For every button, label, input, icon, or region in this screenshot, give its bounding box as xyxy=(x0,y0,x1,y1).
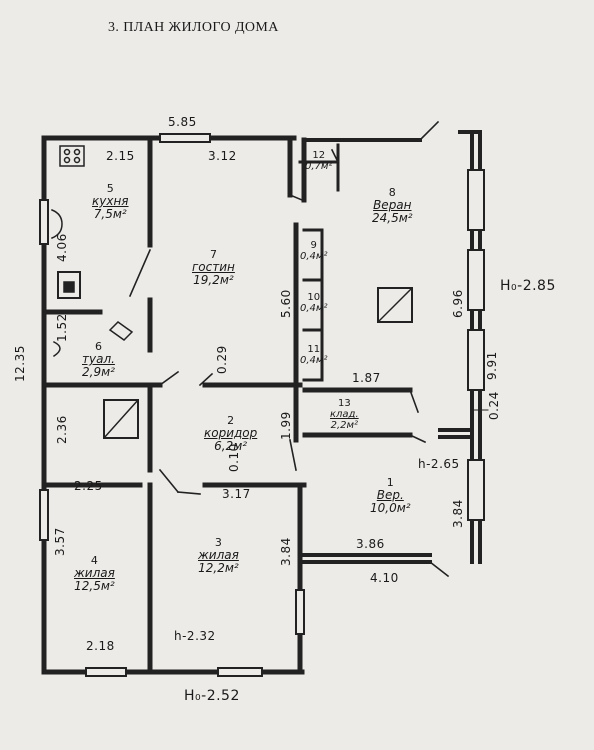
room-10-closet: 10 0,4м² xyxy=(300,292,327,314)
room-area: 0,4м² xyxy=(300,251,328,262)
dim-storage-top: 1.87 xyxy=(352,371,381,385)
room-number: 6 xyxy=(94,340,102,353)
room-4-bedroom: 4 жилая 12,5м² xyxy=(74,554,115,593)
interior-walls xyxy=(45,137,413,671)
room-area: 19,2м² xyxy=(193,273,234,287)
room-number: 10 xyxy=(307,292,321,303)
room-1-veranda: 1 Вер. 10,0м² xyxy=(370,476,411,515)
dimension-lines xyxy=(149,384,489,411)
room-area: 10,0м² xyxy=(370,501,411,515)
room-13-storage: 13 клад. 2,2м² xyxy=(330,398,359,431)
room-area: 12,5м² xyxy=(74,579,115,593)
dim-toilet-door: 0.29 xyxy=(215,345,229,374)
room-name: клад. xyxy=(330,409,359,420)
dim-room4-top: 2.25 xyxy=(74,479,103,493)
dim-room3-top: 3.17 xyxy=(222,487,251,501)
dim-room3-side: 3.84 xyxy=(279,537,293,566)
dim-ver1-inner: 3.86 xyxy=(356,537,385,551)
room-area: 12,2м² xyxy=(198,561,239,575)
room-number: 1 xyxy=(386,476,394,489)
dim-right-gap: 0.24 xyxy=(487,391,501,420)
level-bottom: H₀-2.52 xyxy=(184,688,240,704)
room-area: 0,7м² xyxy=(305,161,333,172)
dim-left-total: 12.35 xyxy=(13,345,27,382)
dim-kitchen-side: 4.06 xyxy=(55,233,69,262)
room-area: 24,5м² xyxy=(372,211,413,225)
level-right: H₀-2.85 xyxy=(500,278,556,294)
room-number: 3 xyxy=(214,536,222,549)
dim-toilet-side: 1.52 xyxy=(55,313,69,342)
room-number: 4 xyxy=(90,554,98,567)
closets xyxy=(298,143,340,382)
room-name: кухня xyxy=(92,194,129,208)
page-title: 3. ПЛАН ЖИЛОГО ДОМА xyxy=(108,20,279,35)
room-area: 2,9м² xyxy=(82,365,115,379)
room-number: 9 xyxy=(310,240,317,251)
room-5-kitchen: 5 кухня 7,5м² xyxy=(92,182,129,221)
room-12: 12 0,7м² xyxy=(305,150,332,172)
room-name: жилая xyxy=(198,548,239,562)
room-9-closet: 9 0,4м² xyxy=(300,240,327,262)
room-area: 7,5м² xyxy=(93,207,127,221)
dim-corridor-gap: 0.10 xyxy=(227,443,241,472)
dim-ver1-bottom: 4.10 xyxy=(370,571,399,585)
room-area: 2,2м² xyxy=(330,420,359,431)
room-11-closet: 11 0,4м² xyxy=(300,344,327,366)
room-number: 11 xyxy=(307,344,321,355)
room-name: гостин xyxy=(192,260,235,274)
doors xyxy=(128,120,450,578)
dim-corridor-side: 1.99 xyxy=(279,411,293,440)
room-name: коридор xyxy=(204,426,258,440)
room-number: 2 xyxy=(227,414,235,427)
dim-room4-bottom: 2.18 xyxy=(86,639,115,653)
room-area: 6,2м² xyxy=(214,439,248,453)
dim-veranda-side: 6.96 xyxy=(451,289,465,318)
dim-ver1-side: 3.84 xyxy=(451,499,465,528)
room-name: Вер. xyxy=(376,488,404,502)
room-8-veranda: 8 Веран 24,5м² xyxy=(372,186,413,225)
room-name: туал. xyxy=(82,352,115,366)
room-area: 0,4м² xyxy=(300,355,328,366)
room3-height: h-2.32 xyxy=(174,629,216,643)
room-6-toilet: 6 туал. 2,9м² xyxy=(82,340,115,379)
room-7-living: 7 гостин 19,2м² xyxy=(192,248,235,287)
room-number: 7 xyxy=(209,248,217,261)
dim-living-top: 3.12 xyxy=(208,149,237,163)
room-name: Веран xyxy=(373,198,412,212)
dim-top-total: 5.85 xyxy=(168,115,197,129)
fixtures xyxy=(51,145,414,440)
room-number: 8 xyxy=(388,186,396,199)
dim-kitchen-top: 2.15 xyxy=(106,149,135,163)
windows xyxy=(39,133,485,677)
room-number: 5 xyxy=(106,182,114,195)
room-number: 13 xyxy=(337,398,351,409)
room-name: жилая xyxy=(74,566,115,580)
dim-room4-side: 3.57 xyxy=(53,527,67,556)
room-3-bedroom: 3 жилая 12,2м² xyxy=(198,536,239,575)
dim-living-side: 5.60 xyxy=(279,289,293,318)
room-2-corridor: 2 коридор 6,2м² xyxy=(204,414,257,453)
room-number: 12 xyxy=(312,150,326,161)
dim-hall-side: 2.36 xyxy=(55,415,69,444)
dim-right-total: 9.91 xyxy=(485,351,499,380)
room-area: 0,4м² xyxy=(300,303,328,314)
ver1-height: h-2.65 xyxy=(418,457,460,471)
